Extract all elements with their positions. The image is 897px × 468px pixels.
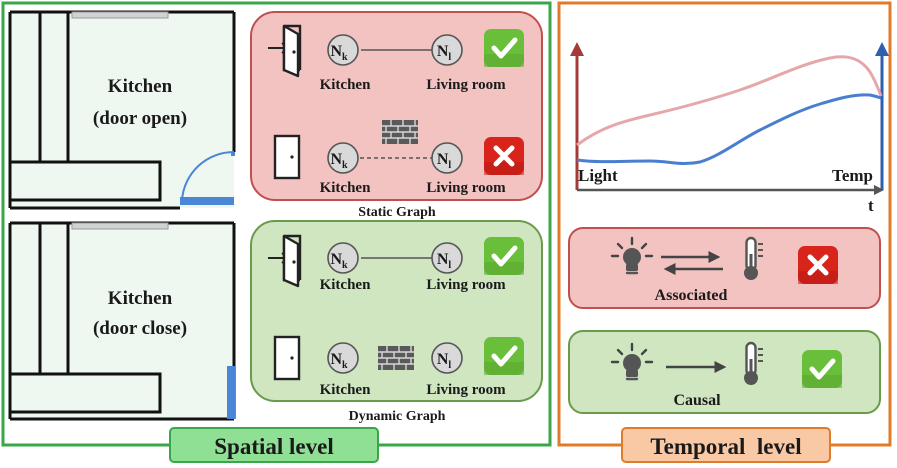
check-icon <box>484 29 524 67</box>
time-axis-label: t <box>868 196 874 215</box>
cross-icon <box>798 246 838 284</box>
door-closed-icon <box>273 134 301 180</box>
check-icon <box>802 350 842 388</box>
node-caption-living-room: Living room <box>426 77 506 93</box>
cross-icon <box>484 137 524 175</box>
door-closed-icon <box>273 335 301 381</box>
floorplan-door-open: Kitchen (door open) <box>8 10 236 210</box>
temp-axis-label: Temp <box>832 166 873 185</box>
causal-box: Causal <box>568 330 881 414</box>
causal-label: Causal <box>673 392 721 409</box>
node-label: Nl <box>437 43 452 63</box>
dynamic-graph-box: Nk Nl Kitchen Living room Nk Nl Kitchen … <box>250 220 543 402</box>
wall-icon <box>381 119 419 145</box>
node-living-room <box>431 142 463 174</box>
dynamic-graph-caption: Dynamic Graph <box>349 409 446 424</box>
node-caption-living-room: Living room <box>426 180 506 196</box>
node-label: Nk <box>330 43 348 63</box>
light-axis-label: Light <box>578 166 618 185</box>
node-caption-living-room: Living room <box>426 277 506 293</box>
node-living-room <box>431 34 463 66</box>
node-label: Nk <box>330 251 348 271</box>
node-label: Nk <box>330 151 348 171</box>
node-caption-kitchen: Kitchen <box>320 180 371 196</box>
spatial-panel: Kitchen (door open) Kitchen (door close) <box>1 1 552 463</box>
wall-icon <box>377 345 415 371</box>
node-caption-kitchen: Kitchen <box>320 277 371 293</box>
spatial-title: Spatial level <box>214 434 333 459</box>
room-label-kitchen: Kitchen <box>108 288 173 309</box>
node-kitchen <box>327 242 359 274</box>
temporal-panel: Light Temp t Associated Causal Temporal … <box>557 1 892 463</box>
temp-curve <box>576 93 882 166</box>
node-label: Nl <box>437 151 452 171</box>
associated-label: Associated <box>655 287 728 304</box>
temporal-title: Temporal level <box>650 434 801 459</box>
node-label: Nl <box>437 351 452 371</box>
room-state-label: (door close) <box>93 318 187 339</box>
static-graph-box: Nk Nl Kitchen Living room Nk Nl Kitchen … <box>250 11 543 201</box>
floorplan-door-close: Kitchen (door close) <box>8 221 236 421</box>
node-label: Nl <box>437 251 452 271</box>
light-curve <box>576 55 883 147</box>
node-caption-kitchen: Kitchen <box>320 77 371 93</box>
node-living-room <box>431 342 463 374</box>
static-graph-caption: Static Graph <box>358 205 436 220</box>
temporal-chart: Light Temp t <box>570 42 889 215</box>
spatial-title-badge <box>169 427 379 463</box>
temporal-title-badge <box>621 427 831 463</box>
check-icon <box>484 337 524 375</box>
node-living-room <box>431 242 463 274</box>
room-state-label: (door open) <box>93 108 187 129</box>
associated-box: Associated <box>568 227 881 309</box>
node-caption-kitchen: Kitchen <box>320 382 371 398</box>
node-kitchen <box>327 34 359 66</box>
check-icon <box>484 237 524 275</box>
node-caption-living-room: Living room <box>426 382 506 398</box>
room-label-kitchen: Kitchen <box>108 76 173 97</box>
node-kitchen <box>327 342 359 374</box>
node-label: Nk <box>330 351 348 371</box>
node-kitchen <box>327 142 359 174</box>
